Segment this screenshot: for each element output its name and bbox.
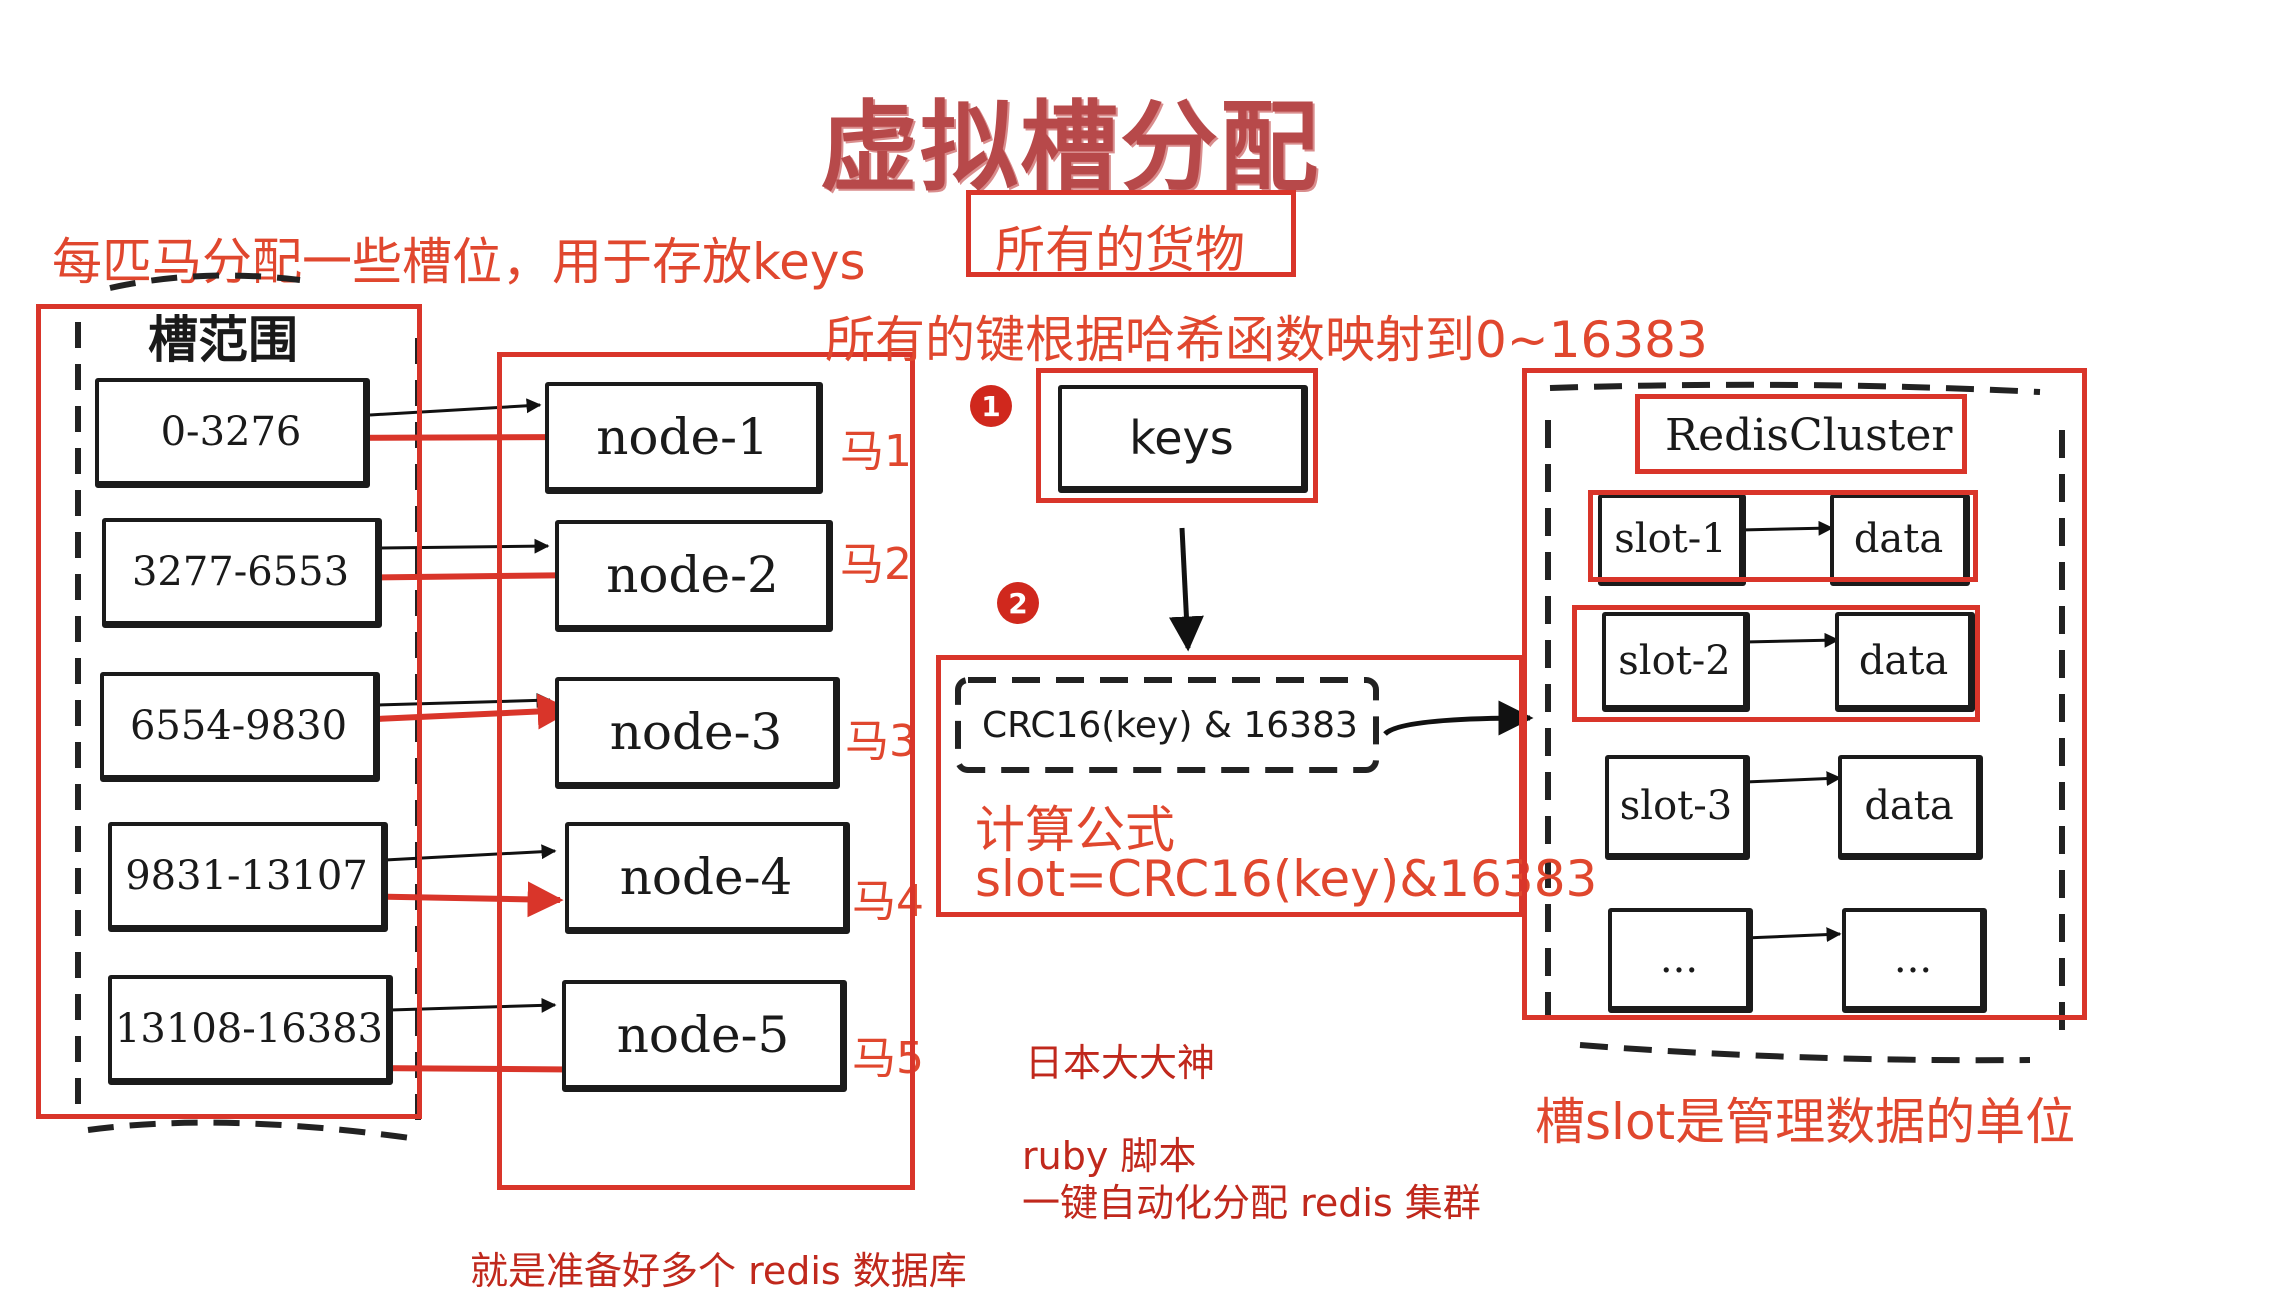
slot-range-title: 槽范围 — [148, 311, 298, 369]
horse-slots-annotation: 每匹马分配一些槽位，用于存放keys — [52, 233, 866, 291]
crc-dashed-outline — [955, 677, 1379, 773]
crc-label: CRC16(key) & 16383 — [982, 705, 1358, 746]
slot-unit-annotation: 槽slot是管理数据的单位 — [1535, 1093, 2076, 1151]
auto-cluster-annotation: 一键自动化分配 redis 集群 — [1022, 1181, 1481, 1225]
data-box-2: data — [1835, 612, 1975, 712]
slot-range-box-5: 13108-16383 — [108, 975, 393, 1085]
node-box-4: node-4 — [565, 822, 850, 934]
all-goods-highlight — [966, 190, 1296, 277]
step-badge-1: 1 — [970, 385, 1012, 427]
formula-highlight — [936, 655, 1524, 917]
node-box-2: node-2 — [555, 520, 833, 632]
keys-highlight — [1036, 368, 1318, 503]
step-badge-2: 2 — [997, 582, 1039, 624]
master-annotation: 日本大大神 — [1025, 1041, 1216, 1085]
ruby-script-annotation: ruby 脚本 — [1022, 1134, 1197, 1178]
page-title: 虚拟槽分配 — [820, 91, 1321, 205]
data-box-1: data — [1830, 494, 1970, 586]
cluster-title-highlight — [1635, 394, 1967, 474]
slot-row-1-highlight — [1588, 490, 1978, 582]
slot-box-more: ... — [1608, 908, 1753, 1013]
slot-box-1: slot-1 — [1598, 494, 1746, 586]
formula-text: slot=CRC16(key)&16383 — [975, 850, 1598, 908]
cluster-highlight — [1522, 368, 2087, 1020]
slot-row-2-highlight — [1572, 605, 1980, 722]
cluster-dashed-outline — [1545, 381, 2065, 1064]
slot-range-highlight — [36, 304, 422, 1119]
slot-range-box-2: 3277-6553 — [102, 518, 382, 628]
slot-range-box-1: 0-3276 — [95, 378, 370, 488]
keys-box: keys — [1058, 385, 1308, 493]
slot-range-box-4: 9831-13107 — [108, 822, 388, 932]
slot-range-dashed-outline — [75, 272, 421, 1141]
cluster-title: RedisCluster — [1665, 410, 1953, 461]
node-box-3: node-3 — [555, 677, 840, 789]
node-box-1: node-1 — [545, 382, 823, 494]
slot-box-3: slot-3 — [1605, 755, 1750, 860]
nodes-highlight — [497, 352, 915, 1190]
node-box-5: node-5 — [562, 980, 847, 1092]
formula-title: 计算公式 — [975, 801, 1175, 859]
all-goods-annotation: 所有的货物 — [995, 221, 1245, 279]
horse-label-3: 马3 — [845, 716, 917, 767]
redis-dbs-annotation: 就是准备好多个 redis 数据库 — [470, 1249, 967, 1293]
horse-label-2: 马2 — [840, 539, 912, 590]
data-box-more: ... — [1842, 908, 1987, 1013]
slot-range-box-3: 6554-9830 — [100, 672, 380, 782]
hash-mapping-annotation: 所有的键根据哈希函数映射到0~16383 — [825, 311, 1708, 369]
data-box-3: data — [1838, 755, 1983, 860]
slot-box-2: slot-2 — [1602, 612, 1750, 712]
horse-label-1: 马1 — [840, 426, 912, 477]
